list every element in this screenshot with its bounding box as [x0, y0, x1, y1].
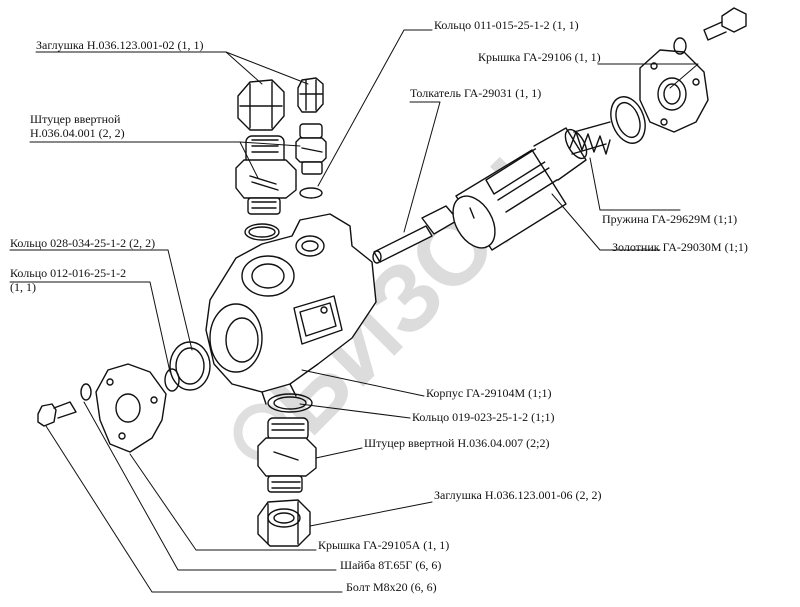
washer-right [673, 37, 687, 55]
ring-right [610, 96, 646, 144]
label-plug-top: Заглушка Н.036.123.001-02 (1, 1) [36, 38, 204, 52]
washer-left [80, 383, 92, 401]
label-ring-011: Кольцо 011-015-25-1-2 (1, 1) [434, 18, 579, 32]
plug-top-large [237, 79, 285, 131]
pushrod [372, 205, 459, 264]
bolt-right [703, 7, 747, 41]
label-washer: Шайба 8Т.65Г (6, 6) [340, 558, 442, 572]
plug-bottom [257, 499, 311, 547]
label-body: Корпус ГА-29104М (1;1) [426, 386, 552, 400]
bolt-left [37, 401, 77, 427]
spool [452, 127, 588, 251]
fitting-bottom [257, 417, 317, 493]
ring-011 [299, 187, 323, 199]
ring-012 [164, 368, 180, 392]
label-pushrod: Толкатель ГА-29031 (1, 1) [410, 86, 542, 100]
label-spring: Пружина ГА-29629М (1;1) [602, 212, 738, 226]
cover-29106 [639, 49, 709, 133]
cover-29105 [95, 363, 167, 453]
fitting-top-small [295, 123, 327, 175]
label-ring-012: Кольцо 012-016-25-1-2 (1, 1) [10, 266, 127, 294]
plug-top-small [297, 77, 324, 113]
leader-lines [9, 29, 699, 593]
label-ring-019: Кольцо 019-023-25-1-2 (1;1) [412, 410, 555, 424]
ring-028-top [244, 223, 280, 241]
label-cover-29105: Крышка ГА-29105А (1, 1) [318, 538, 450, 552]
valve-body [205, 213, 377, 405]
spring [569, 121, 611, 155]
fitting-top-left [235, 135, 297, 215]
label-fitting-bottom: Штуцер ввертной Н.036.04.007 (2;2) [364, 436, 550, 450]
label-cover-29106: Крышка ГА-29106 (1, 1) [478, 50, 601, 64]
label-bolt: Болт М8х20 (6, 6) [346, 580, 437, 594]
label-fitting-top: Штуцер ввертной Н.036.04.001 (2, 2) [30, 112, 125, 140]
label-plug-bottom: Заглушка Н.036.123.001-06 (2, 2) [434, 488, 602, 502]
label-spool: Золотник ГА-29030М (1;1) [612, 240, 748, 254]
label-ring-028: Кольцо 028-034-25-1-2 (2, 2) [10, 236, 156, 250]
ring-019 [267, 393, 313, 413]
